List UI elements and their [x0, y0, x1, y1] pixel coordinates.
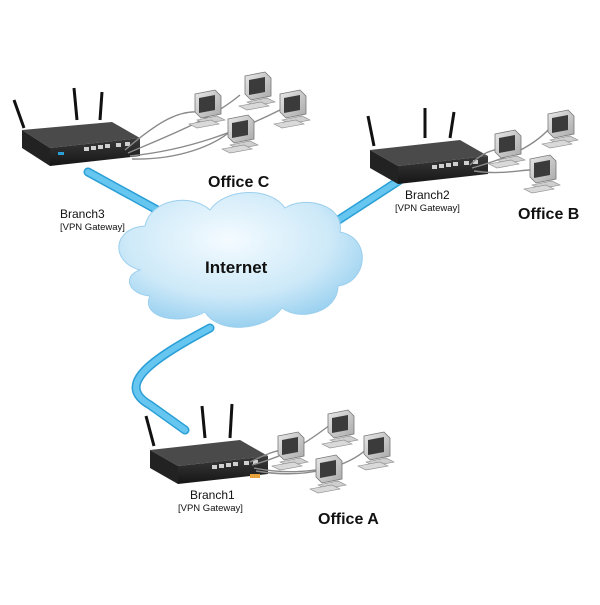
router-icon — [12, 87, 140, 166]
computer-icon — [273, 89, 311, 129]
lan-cable — [124, 111, 201, 151]
office-c-label: Office C — [208, 174, 270, 191]
computer-icon — [309, 454, 347, 494]
computer-icon — [238, 71, 276, 111]
computer-icon — [188, 89, 226, 129]
office-a-label: Office A — [318, 511, 379, 528]
computer-icon — [357, 431, 395, 471]
branch3-name: Branch3 — [60, 207, 105, 221]
branch2-name: Branch2 — [405, 188, 450, 202]
computer-icon — [541, 109, 579, 149]
internet-label: Internet — [205, 258, 268, 277]
lan-cable — [129, 109, 281, 157]
computer-icon — [321, 409, 359, 449]
lan-cable — [131, 129, 233, 160]
computer-icon — [488, 129, 526, 169]
lan-cable — [127, 94, 241, 154]
router-icon — [144, 403, 268, 484]
computer-icon — [221, 114, 259, 154]
computer-icon — [523, 154, 561, 194]
branch2-role: [VPN Gateway] — [395, 203, 460, 214]
office-b-label: Office B — [518, 206, 580, 223]
lan-cable — [473, 169, 531, 174]
branch1-role: [VPN Gateway] — [178, 503, 243, 514]
cloud-icon — [118, 192, 363, 328]
branch1-name: Branch1 — [190, 488, 235, 502]
computer-icon — [271, 431, 309, 471]
router-icon — [366, 108, 488, 184]
link-branch1 — [131, 323, 215, 435]
lan-cable — [253, 467, 319, 473]
branch3-role: [VPN Gateway] — [60, 222, 125, 233]
computer-cluster — [188, 71, 579, 494]
